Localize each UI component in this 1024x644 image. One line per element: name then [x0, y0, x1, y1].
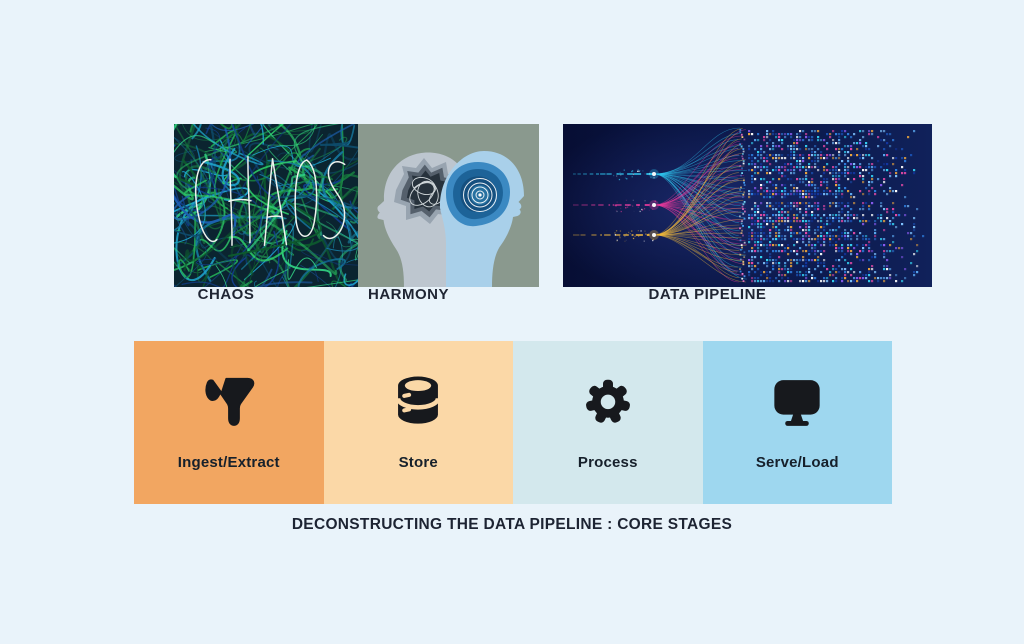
- stage-label: Serve/Load: [755, 454, 839, 471]
- chaos-label: CHAOS: [197, 286, 255, 303]
- stage-card-process: Process: [513, 341, 703, 504]
- stage-card-serve-load: Serve/Load: [702, 341, 892, 504]
- stage-cards-row: Ingest/Extract Store Process: [134, 341, 892, 504]
- stage-card-ingest-extract: Ingest/Extract: [134, 341, 324, 504]
- funnel-icon: [200, 372, 258, 430]
- harmony-label: HARMONY: [368, 286, 449, 303]
- harmony-image: [358, 124, 539, 287]
- monitor-icon: [768, 372, 826, 430]
- stage-label: Process: [577, 454, 638, 471]
- gear-icon: [579, 372, 637, 430]
- stage-label: Store: [398, 454, 438, 471]
- chaos-image: [174, 124, 358, 287]
- data-pipeline-image: [563, 124, 932, 287]
- data-pipeline-label: DATA PIPELINE: [648, 286, 767, 303]
- database-icon: [389, 372, 447, 430]
- stage-label: Ingest/Extract: [177, 454, 280, 471]
- infographic-caption: DECONSTRUCTING THE DATA PIPELINE : CORE …: [291, 516, 733, 533]
- stage-card-store: Store: [323, 341, 513, 504]
